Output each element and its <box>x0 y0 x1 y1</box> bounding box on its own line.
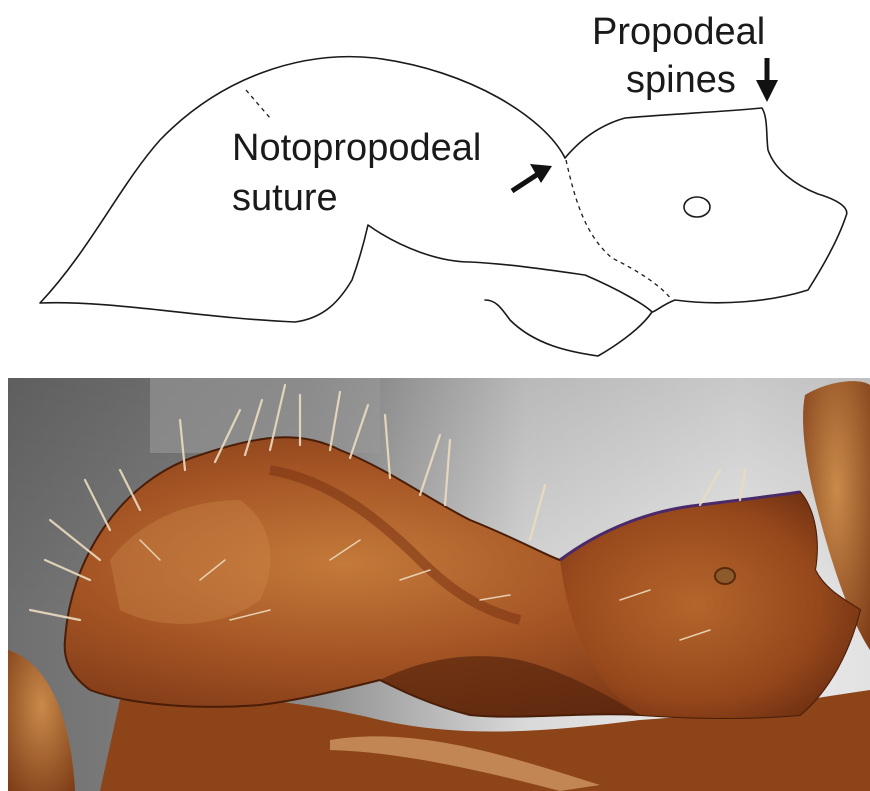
notopropodeal-suture-label-line1: Notopropodeal <box>232 127 481 169</box>
propodeal-spiracle <box>684 197 710 217</box>
propodeal-spines-label-line2: spines <box>626 59 736 101</box>
propodeal-spines-arrow <box>756 58 778 102</box>
propodeal-spiracle-photo <box>715 568 735 584</box>
notopropodeal-suture-label-line2: suture <box>232 177 338 219</box>
notopropodeal-suture-dash-lower <box>566 160 672 300</box>
line-diagram: Propodeal spines Notopropodeal suture <box>40 11 847 356</box>
ant-photograph <box>8 378 870 791</box>
propodeum-outline <box>565 108 847 312</box>
notopropodeal-suture-arrow <box>512 164 552 191</box>
mesosoma-outline <box>40 57 652 356</box>
notopropodeal-suture-dash-upper <box>246 90 270 118</box>
propodeal-spines-label-line1: Propodeal <box>592 11 765 53</box>
